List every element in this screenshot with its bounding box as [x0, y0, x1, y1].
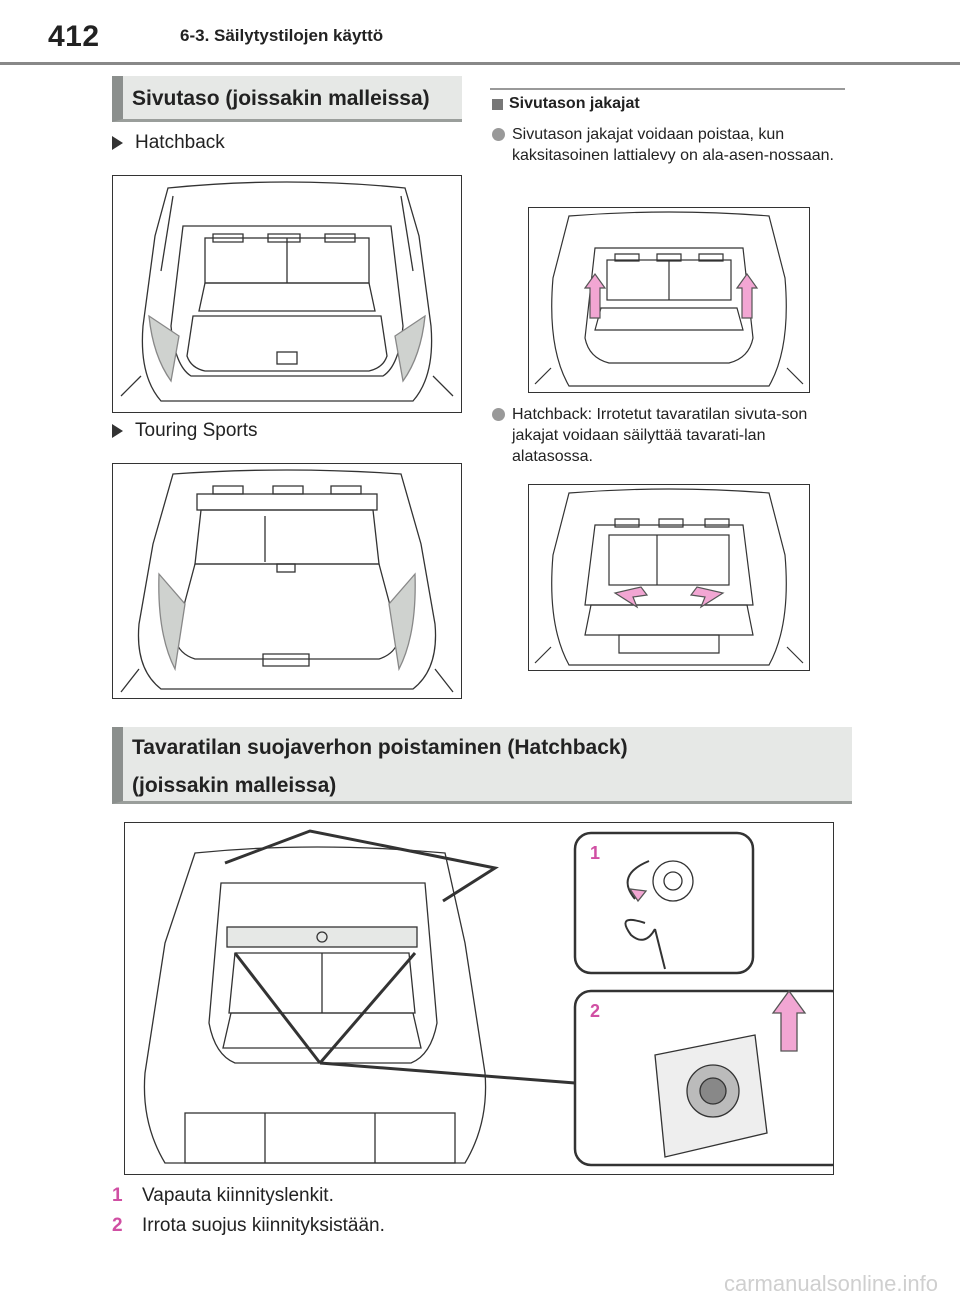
header-rule [0, 62, 960, 65]
tonneau-cover-removal-illustration: 1 2 [124, 822, 834, 1175]
hatchback-label-text: Hatchback [135, 132, 225, 153]
step-1-text: Vapauta kiinnityslenkit. [142, 1185, 334, 1206]
dividers-bullet-2-text: Hatchback: Irrotetut tavaratilan sivuta-… [512, 406, 808, 465]
section-title-side-shelf: Sivutaso (joissakin malleissa) [112, 76, 462, 122]
watermark: carmanualsonline.info [723, 1271, 938, 1296]
touring-sports-label-text: Touring Sports [135, 420, 258, 441]
right-column-rule [490, 88, 845, 90]
dividers-heading: Sivutason jakajat [492, 95, 640, 113]
round-bullet-icon [492, 128, 505, 141]
page-number: 412 [48, 20, 100, 53]
step-2: 2 Irrota suojus kiinnityksistään. [112, 1215, 385, 1237]
chapter-title: 6-3. Säilytystilojen käyttö [180, 26, 384, 45]
dividers-storage-illustration [528, 484, 810, 671]
section-title-text: Sivutaso (joissakin malleissa) [132, 87, 430, 110]
dividers-heading-text: Sivutason jakajat [509, 95, 640, 112]
step-1: 1 Vapauta kiinnityslenkit. [112, 1185, 334, 1207]
step-2-text: Irrota suojus kiinnityksistään. [142, 1215, 385, 1236]
triangle-bullet-icon [112, 136, 123, 150]
square-bullet-icon [492, 98, 503, 110]
dividers-bullet-2: Hatchback: Irrotetut tavaratilan sivuta-… [492, 404, 847, 467]
triangle-bullet-icon [112, 424, 123, 438]
section-title-line-2: (joissakin malleissa) [132, 774, 337, 797]
step-2-number: 2 [112, 1215, 123, 1236]
dividers-removal-illustration [528, 207, 810, 393]
round-bullet-icon [492, 408, 505, 421]
dividers-bullet-1: Sivutason jakajat voidaan poistaa, kun k… [492, 124, 847, 166]
hatchback-label: Hatchback [112, 132, 225, 154]
hatchback-trunk-illustration [112, 175, 462, 413]
step-1-number: 1 [112, 1185, 123, 1206]
callout-1-number: 1 [590, 843, 601, 863]
dividers-bullet-1-text: Sivutason jakajat voidaan poistaa, kun k… [512, 126, 834, 164]
callout-2-number: 2 [590, 1001, 601, 1021]
touring-sports-label: Touring Sports [112, 420, 258, 442]
section-title-line-1: Tavaratilan suojaverhon poistaminen (Hat… [132, 736, 628, 759]
section-title-tonneau-cover-removal: Tavaratilan suojaverhon poistaminen (Hat… [112, 727, 852, 804]
touring-sports-trunk-illustration [112, 463, 462, 699]
